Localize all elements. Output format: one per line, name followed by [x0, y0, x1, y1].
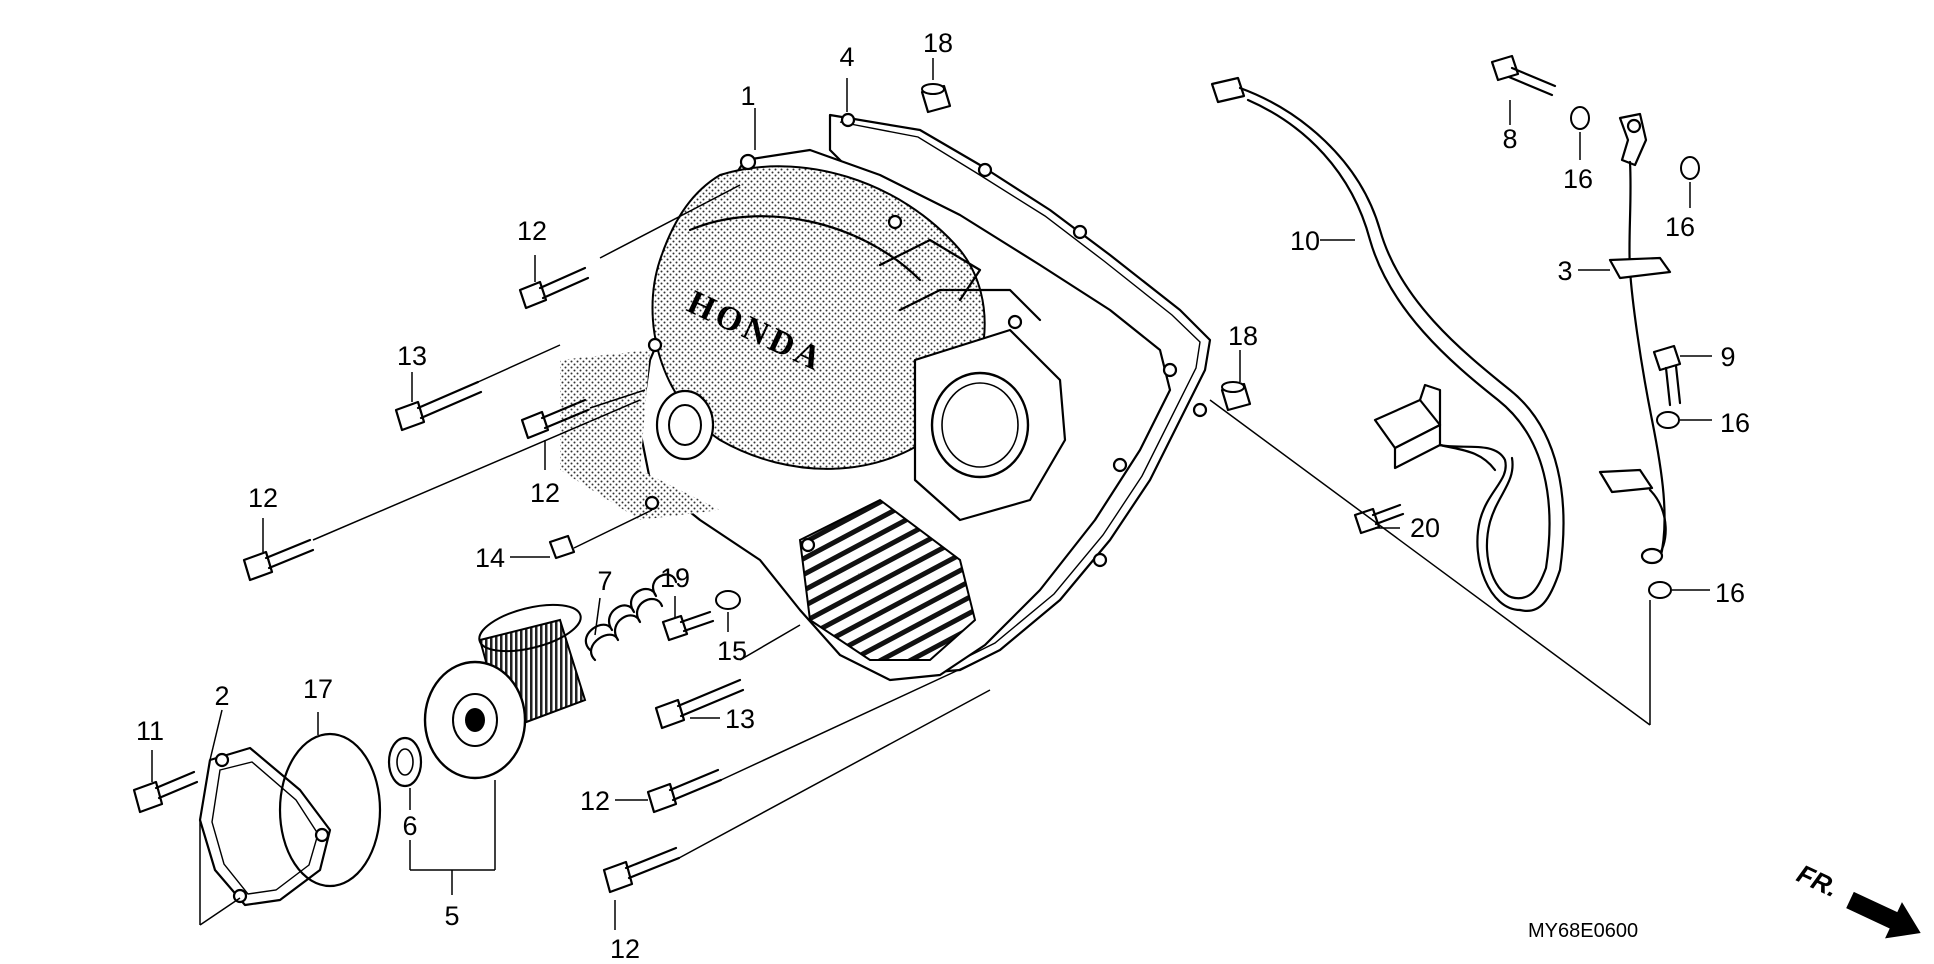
washer-16-c	[1656, 411, 1680, 429]
callout-20: 20	[1410, 513, 1440, 543]
callouts: 1 2 3 4 5 6 7 8 9 10 11 12 13 12 12 14 1…	[136, 28, 1750, 964]
callout-12-a: 12	[517, 216, 547, 246]
callout-9: 9	[1720, 342, 1735, 372]
washer-16-a	[1570, 106, 1590, 130]
callout-13-b: 13	[725, 704, 755, 734]
nut-14	[548, 534, 576, 560]
front-direction-indicator: FR.	[1792, 858, 1921, 939]
bolt-11	[132, 770, 199, 814]
callout-4: 4	[839, 42, 854, 72]
callout-2: 2	[214, 681, 229, 711]
callout-18-b: 18	[1228, 321, 1258, 351]
callout-12-d: 12	[580, 786, 610, 816]
bolt-12-c	[242, 538, 315, 582]
bolt-12-b	[520, 398, 590, 440]
callout-19: 19	[660, 563, 690, 593]
direction-label: FR.	[1792, 858, 1843, 903]
dowel-pin-right	[1220, 381, 1252, 412]
bolt-8	[1490, 54, 1557, 97]
washer-16-b	[1680, 156, 1700, 180]
callout-12-c: 12	[248, 483, 278, 513]
callout-14: 14	[475, 543, 505, 573]
callout-6: 6	[402, 811, 417, 841]
bolt-19	[661, 610, 715, 642]
callout-8: 8	[1502, 124, 1517, 154]
callout-15: 15	[717, 636, 747, 666]
callout-13-a: 13	[397, 341, 427, 371]
callout-12-b: 12	[530, 478, 560, 508]
sensor-lead-3	[1598, 112, 1672, 565]
bolt-20	[1353, 503, 1405, 535]
callout-16-c: 16	[1720, 408, 1750, 438]
oil-filter	[423, 603, 587, 780]
callout-3: 3	[1557, 256, 1572, 286]
callout-1: 1	[740, 81, 755, 111]
callout-12-e: 12	[610, 934, 640, 964]
bolt-12-d	[646, 768, 723, 814]
washer-15	[715, 590, 741, 610]
callout-16-d: 16	[1715, 578, 1745, 608]
arrow-icon	[1846, 891, 1921, 939]
callout-11: 11	[136, 716, 164, 746]
crankcase-cover	[560, 148, 1178, 682]
wire-harness	[1210, 76, 1565, 613]
dowel-pin-top	[920, 83, 952, 114]
spring-7	[584, 573, 678, 662]
bolt-9	[1652, 344, 1682, 407]
callout-10: 10	[1290, 226, 1320, 256]
bolt-13-a	[394, 380, 483, 432]
washer-16-d	[1648, 581, 1672, 599]
callout-5: 5	[444, 901, 459, 931]
callout-17: 17	[303, 674, 333, 704]
bolts	[132, 266, 745, 894]
leader-lines	[151, 58, 1712, 930]
diagram-code: MY68E0600	[1528, 920, 1638, 942]
bolt-12-e	[602, 846, 681, 894]
bolt-12-a	[518, 266, 590, 310]
seal-6	[387, 736, 423, 788]
callout-16-a: 16	[1563, 164, 1593, 194]
callout-18-a: 18	[923, 28, 953, 58]
o-ring-17	[278, 732, 382, 888]
bolt-13-b	[654, 678, 745, 730]
callout-16-b: 16	[1665, 212, 1695, 242]
filter-cover	[198, 746, 332, 907]
callout-7: 7	[597, 566, 612, 596]
